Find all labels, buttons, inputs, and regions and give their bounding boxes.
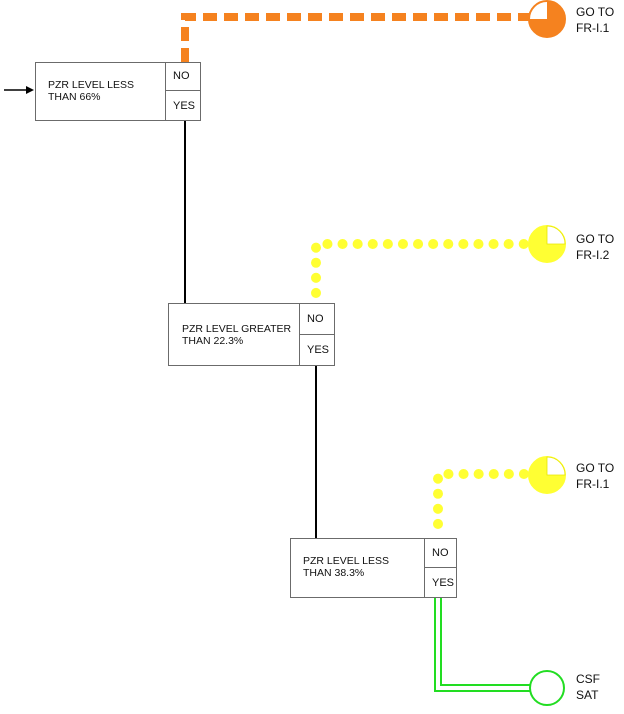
decision-node-3: PZR LEVEL LESS THAN 38.3% NO YES (290, 538, 457, 598)
outcome-circle-yellow-2[interactable] (528, 456, 566, 494)
outcome-label-4: CSF SAT (576, 672, 600, 702)
outcome-circle-yellow-1[interactable] (528, 225, 566, 263)
decision-node-1-yes[interactable]: YES (165, 91, 201, 121)
branch-path-yellow-2 (433, 469, 533, 529)
decision-node-3-label: PZR LEVEL LESS THAN 38.3% (303, 555, 389, 579)
outcome-circle-green[interactable] (529, 670, 565, 706)
outcome-label-1: GO TO FR-I.1 (576, 5, 615, 35)
decision-node-2-no[interactable]: NO (299, 304, 335, 335)
outcome-circle-yellow-2-quadrant (546, 456, 566, 476)
decision-node-1-no[interactable]: NO (165, 63, 201, 91)
decision-node-1-label: PZR LEVEL LESS THAN 66% (48, 79, 134, 103)
decision-node-2-label: PZR LEVEL GREATER THAN 22.3% (182, 323, 292, 347)
outcome-circle-orange-fill (529, 1, 565, 37)
entry-arrow (4, 86, 34, 94)
decision-node-2-yes[interactable]: YES (299, 335, 335, 366)
outcome-circle-yellow-1-quadrant (546, 225, 566, 245)
outcome-circle-orange[interactable] (528, 0, 566, 38)
decision-node-3-yes[interactable]: YES (424, 568, 457, 598)
decision-node-1: PZR LEVEL LESS THAN 66% NO YES (35, 62, 201, 121)
decision-node-3-no[interactable]: NO (424, 539, 457, 568)
branch-path-orange (181, 13, 530, 62)
outcome-label-2: GO TO FR-I.2 (576, 232, 615, 262)
branch-path-yellow-1 (311, 239, 533, 298)
branch-path-green (434, 598, 530, 692)
decision-node-2: PZR LEVEL GREATER THAN 22.3% NO YES (168, 303, 335, 366)
outcome-label-3: GO TO FR-I.1 (576, 461, 615, 491)
